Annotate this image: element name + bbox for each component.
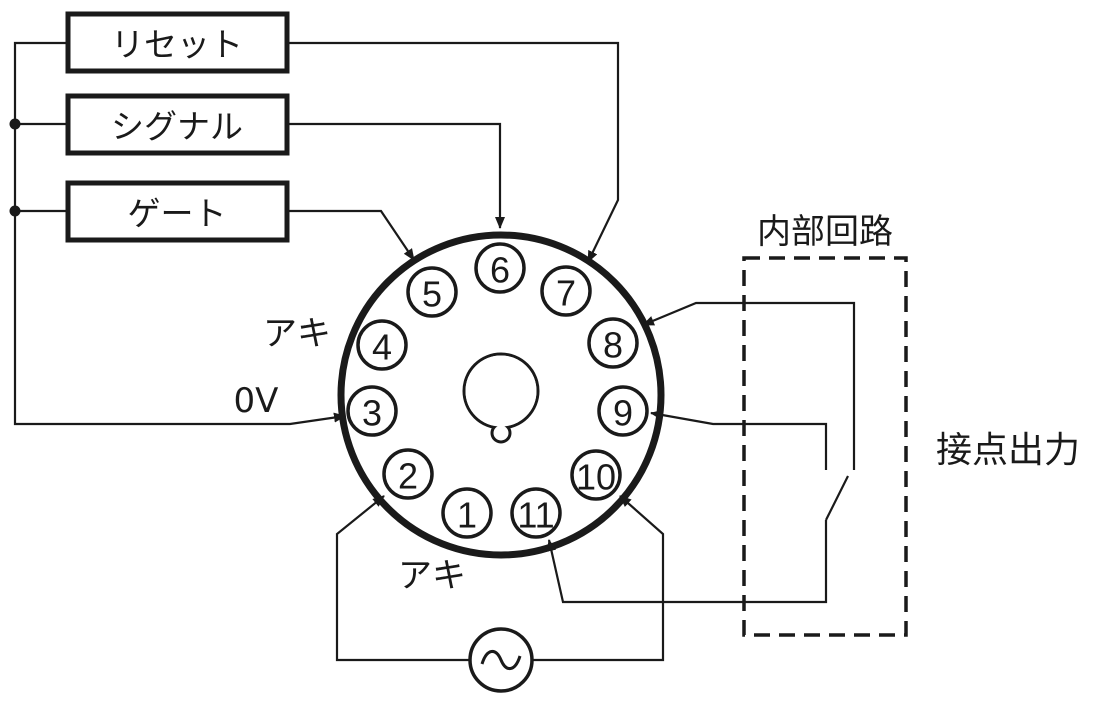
pin-6-label: 6 [490,250,510,291]
pin-5: 5 [406,266,458,318]
pin-10: 10 [570,449,622,501]
socket-key [462,352,540,444]
internal-circuit-label: 内部回路 [757,212,893,252]
wire-contact-to-pin-9 [650,409,828,470]
junction-dot-gate [9,205,21,217]
ac-source-icon [468,627,534,693]
wire-gate-to-pin-5 [287,209,415,261]
input-reset-label: リセット [111,25,243,64]
aki-lower-label: アキ [398,556,466,596]
input-gate-box: ゲート [65,180,290,243]
pin-1: 1 [441,487,493,539]
pin-7-label: 7 [556,273,576,314]
junction-dot-signal [9,118,21,130]
left-bus-wires [9,41,346,426]
pin-3: 3 [346,385,398,437]
pin-11-label: 11 [517,495,554,536]
pin-8-label: 8 [603,325,623,366]
contact-switch-blade [825,475,849,521]
wire-contact-to-pin-11 [546,520,828,604]
pin-6: 6 [474,242,526,294]
input-signal-box: シグナル [65,93,290,156]
pin-2: 2 [382,448,434,500]
input-gate-label: ゲート [128,194,227,233]
pin-3-label: 3 [362,393,382,434]
pin-4-label: 4 [372,327,392,368]
input-wires [287,41,620,263]
wire-source-to-pin-10 [532,495,665,662]
pin-11: 11 [510,487,562,539]
pin-9: 9 [597,385,649,437]
pin-10-label: 10 [576,457,616,498]
wire-reset-to-pin-7 [287,41,620,263]
input-signal-label: シグナル [111,107,243,146]
pin-5-label: 5 [422,274,442,315]
wire-source-to-pin-2 [335,495,470,662]
aki-upper-label: アキ [263,314,331,354]
wire-signal-to-pin-6 [287,122,505,229]
pin-1-label: 1 [457,495,477,536]
pin-7: 7 [540,265,592,317]
zero-v-label: 0V [234,381,279,421]
pin-8: 8 [587,317,639,369]
internal-circuit-box [742,256,908,637]
pin-2-label: 2 [398,456,418,497]
contact-wires [546,301,856,604]
input-reset-box: リセット [65,11,290,74]
wire-contact-to-pin-8 [642,301,856,470]
pin-4: 4 [356,319,408,371]
power-wires [335,495,665,662]
contact-output-label: 接点出力 [936,430,1080,471]
wire-zero-v-to-pin-3 [13,41,346,426]
pin-9-label: 9 [613,393,633,434]
